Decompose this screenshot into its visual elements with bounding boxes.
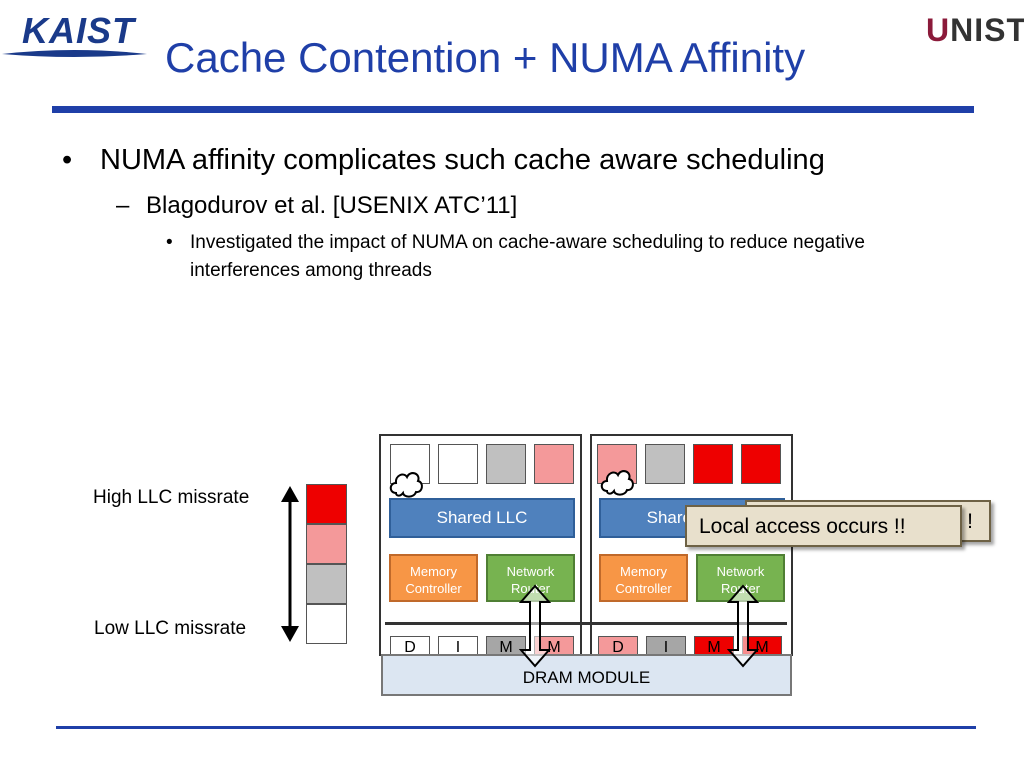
left-shared-llc: Shared LLC <box>389 498 575 538</box>
core-cache-block <box>486 444 526 484</box>
unist-logo-u: U <box>926 12 951 48</box>
bullet-level1-text: NUMA affinity complicates such cache awa… <box>100 144 825 176</box>
left-cloud-icon <box>389 472 423 498</box>
memory-bank: M <box>486 636 526 658</box>
core-cache-block <box>645 444 685 484</box>
bullet-level3-text: Investigated the impact of NUMA on cache… <box>190 232 865 281</box>
kaist-logo-swoosh-icon <box>2 50 147 57</box>
footer-divider <box>56 726 976 729</box>
left-local-access-arrow-icon <box>519 584 551 668</box>
missrate-scale-cell <box>306 524 347 564</box>
core-cache-block <box>438 444 478 484</box>
core-cache-block <box>534 444 574 484</box>
slide-title: Cache Contention + NUMA Affinity <box>165 34 806 81</box>
missrate-scale-cell <box>306 484 347 524</box>
missrate-scale-cell <box>306 564 347 604</box>
interconnect-line <box>385 622 787 625</box>
dram-module: DRAM MODULE <box>381 654 792 696</box>
kaist-logo-text: KAIST <box>22 10 135 51</box>
missrate-scale-cell <box>306 604 347 644</box>
unist-logo-rest: NIST <box>950 12 1024 48</box>
missrate-double-arrow-icon <box>281 486 299 642</box>
unist-logo: UNIST <box>926 12 1024 49</box>
right-cloud-icon <box>600 470 634 496</box>
bullet-level2: –Blagodurov et al. [USENIX ATC’11] <box>116 192 517 220</box>
bullet-level2-text: Blagodurov et al. [USENIX ATC’11] <box>146 192 518 219</box>
kaist-logo: KAIST <box>2 8 152 60</box>
title-divider <box>52 106 974 113</box>
core-cache-block <box>741 444 781 484</box>
core-cache-block <box>693 444 733 484</box>
local-access-callout: Local access occurs !! <box>685 505 962 547</box>
callout-background-text: ! <box>967 510 973 533</box>
legend-high-label: High LLC missrate <box>93 487 250 508</box>
bullet-level3-marker: • <box>166 232 173 253</box>
bullet-level3: • Investigated the impact of NUMA on cac… <box>166 229 926 285</box>
right-local-access-arrow-icon <box>727 584 759 668</box>
bullet-level1-marker: • <box>62 144 73 176</box>
bullet-level1: • NUMA affinity complicates such cache aw… <box>62 144 825 177</box>
bullet-level2-marker: – <box>116 192 130 219</box>
legend-low-label: Low LLC missrate <box>94 618 247 639</box>
